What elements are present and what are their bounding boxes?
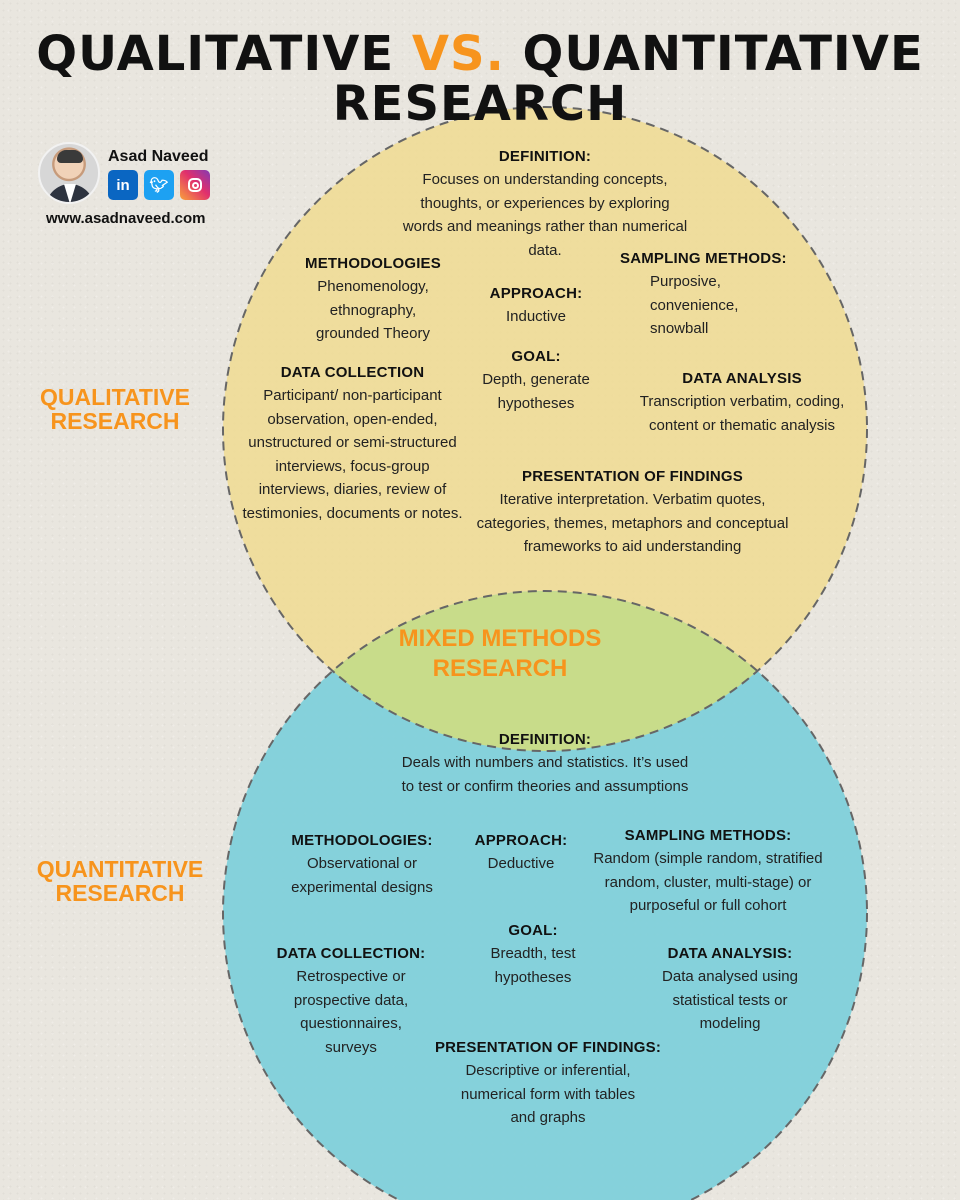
qual-goal-heading: GOAL: (511, 348, 561, 365)
title-vs: VS. (411, 26, 505, 82)
title-part-qualitative: QUALITATIVE (36, 26, 412, 82)
quant-goal-text: Breadth, test hypotheses (490, 945, 576, 986)
qual-methodologies-text: Phenomenology, ethnography, grounded The… (316, 278, 430, 342)
qual-methodologies-heading: METHODOLOGIES (305, 255, 441, 272)
qual-goal: GOAL: Depth, generate hypotheses (466, 348, 606, 415)
quant-methodologies-heading: METHODOLOGIES: (291, 832, 433, 849)
qual-definition: DEFINITION: Focuses on understanding con… (400, 148, 690, 262)
quantitative-outline (222, 590, 868, 1200)
qual-sampling-text: Purposive, convenience, snowball (650, 273, 739, 337)
qual-findings-heading: PRESENTATION OF FINDINGS (522, 468, 743, 485)
quant-goal-heading: GOAL: (508, 922, 558, 939)
quant-goal: GOAL: Breadth, test hypotheses (478, 922, 588, 989)
quant-approach-text: Deductive (487, 855, 555, 872)
qual-approach-text: Inductive (505, 308, 567, 325)
quant-data-collection-text: Retrospective or prospective data, quest… (293, 968, 409, 1056)
author-block: Asad Naveed in 🐦︎ www.asadnaveed.com (38, 142, 258, 238)
qual-sampling-heading: SAMPLING METHODS: (620, 250, 787, 267)
qualitative-circle (223, 107, 867, 751)
quant-methodologies-text: Observational or experimental designs (291, 855, 433, 896)
qual-data-collection-text: Participant/ non-participant observation… (242, 387, 463, 522)
qual-data-analysis-text: Transcription verbatim, coding, content … (639, 393, 845, 434)
quant-methodologies: METHODOLOGIES: Observational or experime… (262, 832, 462, 899)
social-links: in 🐦︎ (108, 170, 210, 200)
quant-definition: DEFINITION: Deals with numbers and stati… (400, 731, 690, 798)
quant-definition-heading: DEFINITION: (498, 731, 592, 748)
quant-sampling-text: Random (simple random, stratified random… (593, 850, 823, 914)
quant-definition-text: Deals with numbers and statistics. It’s … (401, 754, 689, 795)
quant-data-collection: DATA COLLECTION: Retrospective or prospe… (262, 945, 440, 1059)
quant-data-analysis: DATA ANALYSIS: Data analysed using stati… (650, 945, 810, 1036)
quant-data-analysis-text: Data analysed using statistical tests or… (662, 968, 798, 1032)
page-title: QUALITATIVE VS. QUANTITATIVE (0, 28, 960, 80)
quant-findings-text: Descriptive or inferential, numerical fo… (460, 1062, 636, 1126)
qual-findings: PRESENTATION OF FINDINGS Iterative inter… (475, 468, 790, 559)
qual-definition-text: Focuses on understanding concepts, thoug… (402, 171, 688, 259)
author-name: Asad Naveed (108, 148, 209, 165)
qual-goal-text: Depth, generate hypotheses (482, 371, 590, 412)
qual-findings-text: Iterative interpretation. Verbatim quote… (476, 491, 789, 555)
qual-data-analysis-heading: DATA ANALYSIS (682, 370, 802, 387)
qual-approach-heading: APPROACH: (489, 285, 583, 302)
qual-sampling: SAMPLING METHODS: Purposive, convenience… (612, 250, 802, 341)
qual-data-analysis: DATA ANALYSIS Transcription verbatim, co… (622, 370, 862, 437)
qual-methodologies: METHODOLOGIES Phenomenology, ethnography… (278, 255, 468, 346)
qualitative-label: QUALITATIVE RESEARCH (40, 384, 190, 434)
author-website[interactable]: www.asadnaveed.com (46, 210, 206, 227)
quantitative-circle (223, 591, 867, 1200)
quant-approach: APPROACH: Deductive (461, 832, 581, 876)
instagram-icon[interactable] (180, 170, 210, 200)
quant-sampling-heading: SAMPLING METHODS: (624, 827, 792, 844)
qual-approach: APPROACH: Inductive (476, 285, 596, 329)
avatar (38, 142, 100, 204)
quant-data-collection-heading: DATA COLLECTION: (276, 945, 426, 962)
quant-data-analysis-heading: DATA ANALYSIS: (667, 945, 793, 962)
linkedin-icon[interactable]: in (108, 170, 138, 200)
quant-findings: PRESENTATION OF FINDINGS: Descriptive or… (418, 1039, 678, 1130)
quant-approach-heading: APPROACH: (474, 832, 568, 849)
quantitative-label: QUANTITATIVE RESEARCH (36, 856, 204, 906)
qual-data-collection: DATA COLLECTION Participant/ non-partici… (240, 364, 465, 525)
quant-sampling: SAMPLING METHODS: Random (simple random,… (588, 827, 828, 918)
qual-data-collection-heading: DATA COLLECTION (280, 364, 425, 381)
quant-findings-heading: PRESENTATION OF FINDINGS: (434, 1039, 662, 1056)
qualitative-outline (222, 106, 868, 752)
twitter-icon[interactable]: 🐦︎ (144, 170, 174, 200)
qual-definition-heading: DEFINITION: (498, 148, 592, 165)
title-part-quantitative: QUANTITATIVE (504, 26, 924, 82)
mixed-methods-label: MIXED METHODS RESEARCH (398, 625, 602, 682)
page-title-line2: RESEARCH (332, 76, 628, 132)
